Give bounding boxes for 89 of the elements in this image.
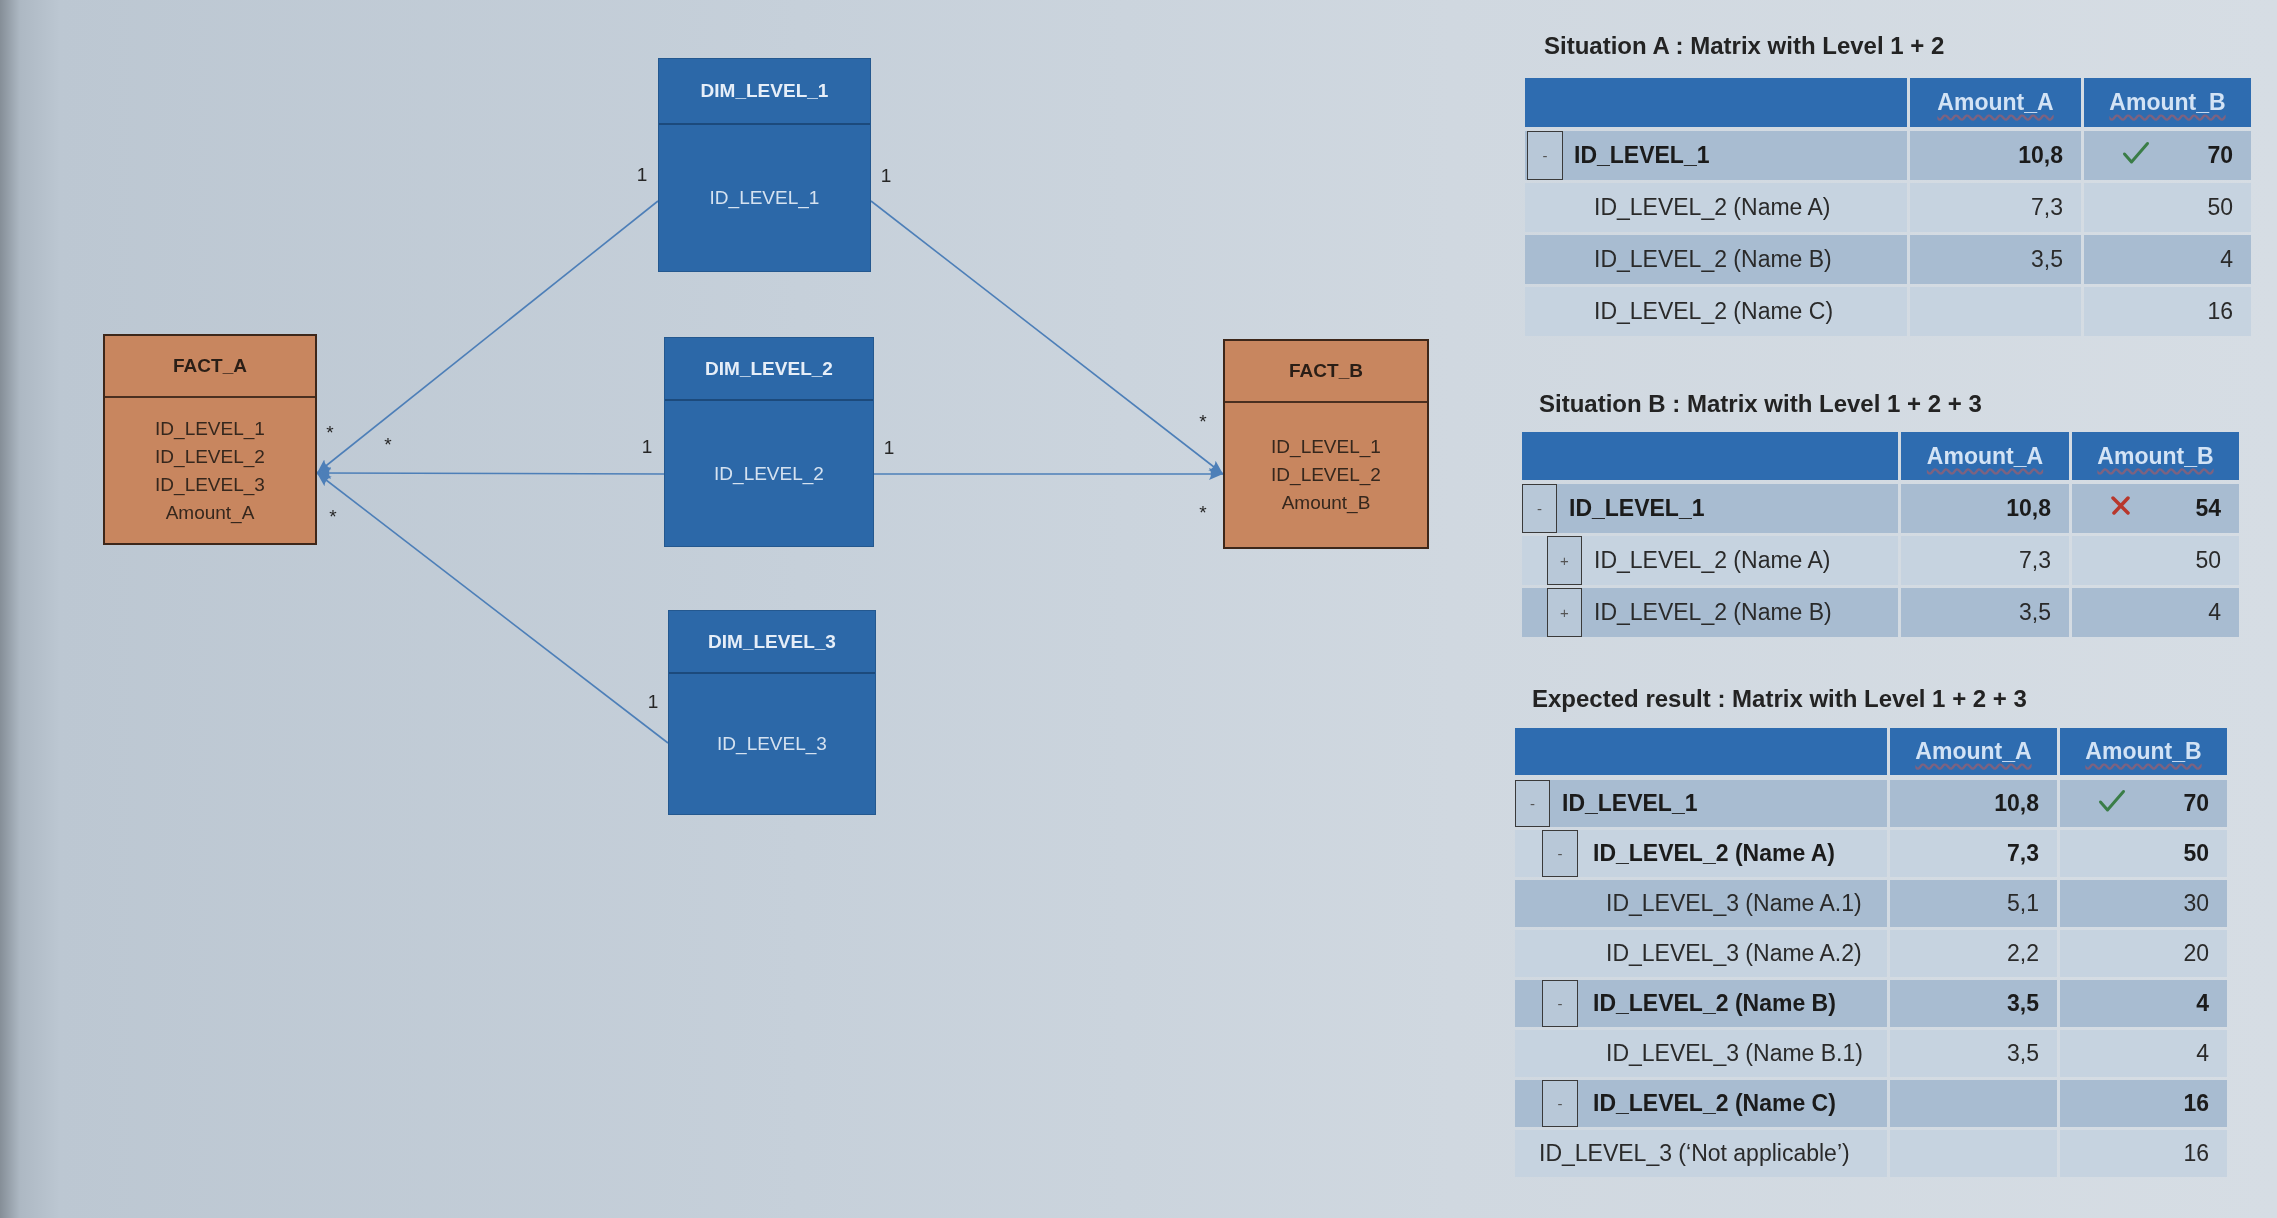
entity-box [658, 58, 871, 272]
table-title: Situation A : Matrix with Level 1 + 2 [1544, 32, 1945, 60]
amount-value: 54 [2195, 495, 2221, 522]
row-label: ID_LEVEL_2 (Name B) [1594, 599, 1832, 626]
entity-box [1223, 339, 1429, 549]
entity-name: DIM_LEVEL_1 [659, 59, 870, 125]
amount-value: 5,1 [2007, 890, 2039, 917]
cardinality-label: * [326, 423, 334, 443]
row-label: ID_LEVEL_2 (Name C) [1593, 1090, 1836, 1117]
amount-value: 4 [2208, 599, 2221, 626]
amount-value: 4 [2220, 246, 2233, 273]
attribute-name: ID_LEVEL_1 [155, 417, 265, 440]
attribute-name: Amount_B [1281, 492, 1371, 514]
column-header: Amount_A [1915, 738, 2032, 765]
amount-value: 10,8 [1994, 790, 2039, 817]
amount-value: 50 [2183, 840, 2209, 867]
cardinality-label: 1 [641, 437, 653, 457]
row-label: ID_LEVEL_2 (Name B) [1594, 246, 1832, 273]
row-label: ID_LEVEL_3 (Name A.1) [1606, 890, 1862, 917]
amount-value: 3,5 [2007, 990, 2039, 1017]
toggle-button: - [1527, 131, 1563, 180]
row-label: ID_LEVEL_3 (Name A.2) [1606, 940, 1862, 967]
toggle-button: - [1542, 830, 1578, 877]
attribute-name: ID_LEVEL_2 [1271, 464, 1381, 486]
row-label: ID_LEVEL_1 [1569, 495, 1705, 522]
row-label: ID_LEVEL_2 (Name B) [1593, 990, 1836, 1017]
cardinality-label: * [329, 507, 337, 527]
row-label: ID_LEVEL_2 (Name A) [1594, 194, 1831, 221]
table-title: Expected result : Matrix with Level 1 + 2 + 3 [1532, 685, 2027, 713]
toggle-button: + [1547, 588, 1582, 637]
column-header: Amount_B [2085, 738, 2202, 765]
entity-box [664, 337, 874, 547]
table-title: Situation B : Matrix with Level 1 + 2 + 3 [1539, 390, 1982, 418]
toggle-button: + [1547, 536, 1582, 585]
toggle-button: - [1522, 484, 1557, 533]
entity-name: FACT_A [105, 336, 315, 398]
entity-name: DIM_LEVEL_2 [665, 338, 873, 401]
amount-value: 4 [2196, 990, 2209, 1017]
entity-box [103, 334, 317, 545]
amount-value: 3,5 [2031, 246, 2063, 273]
column-header: Amount_A [1926, 442, 2044, 470]
amount-value: 70 [2183, 790, 2209, 817]
attribute-name: ID_LEVEL_2 [155, 445, 265, 468]
amount-value: 10,8 [2018, 142, 2063, 169]
amount-value: 30 [2183, 890, 2209, 917]
amount-value: 50 [2195, 547, 2221, 574]
attribute-name: ID_LEVEL_1 [1271, 436, 1381, 458]
amount-value: 3,5 [2007, 1040, 2039, 1067]
attribute-name: ID_LEVEL_2 [714, 462, 824, 485]
amount-value: 16 [2183, 1140, 2209, 1167]
cardinality-label: * [1199, 503, 1207, 523]
toggle-button: - [1542, 1080, 1578, 1127]
cardinality-label: 1 [880, 166, 892, 186]
amount-value: 20 [2183, 940, 2209, 967]
amount-value: 70 [2207, 142, 2233, 169]
amount-value: 7,3 [2019, 547, 2051, 574]
row-label: ID_LEVEL_1 [1574, 142, 1710, 169]
cardinality-label: * [384, 435, 392, 455]
row-label: ID_LEVEL_2 (Name A) [1594, 547, 1831, 574]
amount-value: 3,5 [2019, 599, 2051, 626]
column-header: Amount_B [2097, 442, 2214, 470]
column-header: Amount_B [2109, 89, 2226, 116]
amount-value: 16 [2207, 298, 2233, 325]
attribute-name: ID_LEVEL_1 [709, 187, 820, 209]
toggle-button: - [1542, 980, 1578, 1027]
row-label: ID_LEVEL_2 (Name A) [1593, 840, 1835, 867]
amount-value: 7,3 [2031, 194, 2063, 221]
column-header: Amount_A [1937, 89, 2054, 116]
cardinality-label: 1 [636, 165, 648, 185]
amount-value: 7,3 [2007, 840, 2039, 867]
toggle-button: - [1515, 780, 1550, 827]
amount-value: 10,8 [2006, 495, 2051, 522]
cardinality-label: 1 [883, 438, 895, 458]
amount-value: 50 [2207, 194, 2233, 221]
attribute-name: ID_LEVEL_3 [155, 473, 265, 496]
row-label: ID_LEVEL_1 [1562, 790, 1698, 817]
cardinality-label: 1 [647, 692, 659, 712]
row-label: ID_LEVEL_3 (Name B.1) [1606, 1040, 1863, 1067]
entity-box [668, 610, 876, 815]
attribute-name: ID_LEVEL_3 [717, 733, 827, 755]
amount-value: 16 [2183, 1090, 2209, 1117]
entity-name: FACT_B [1225, 341, 1427, 403]
attribute-name: Amount_A [165, 501, 255, 524]
amount-value: 2,2 [2007, 940, 2039, 967]
cardinality-label: * [1199, 412, 1207, 432]
row-label: ID_LEVEL_2 (Name C) [1594, 298, 1834, 325]
amount-value: 4 [2196, 1040, 2209, 1067]
entity-name: DIM_LEVEL_3 [669, 611, 875, 674]
row-label: ID_LEVEL_3 (‘Not applicable’) [1539, 1140, 1850, 1167]
